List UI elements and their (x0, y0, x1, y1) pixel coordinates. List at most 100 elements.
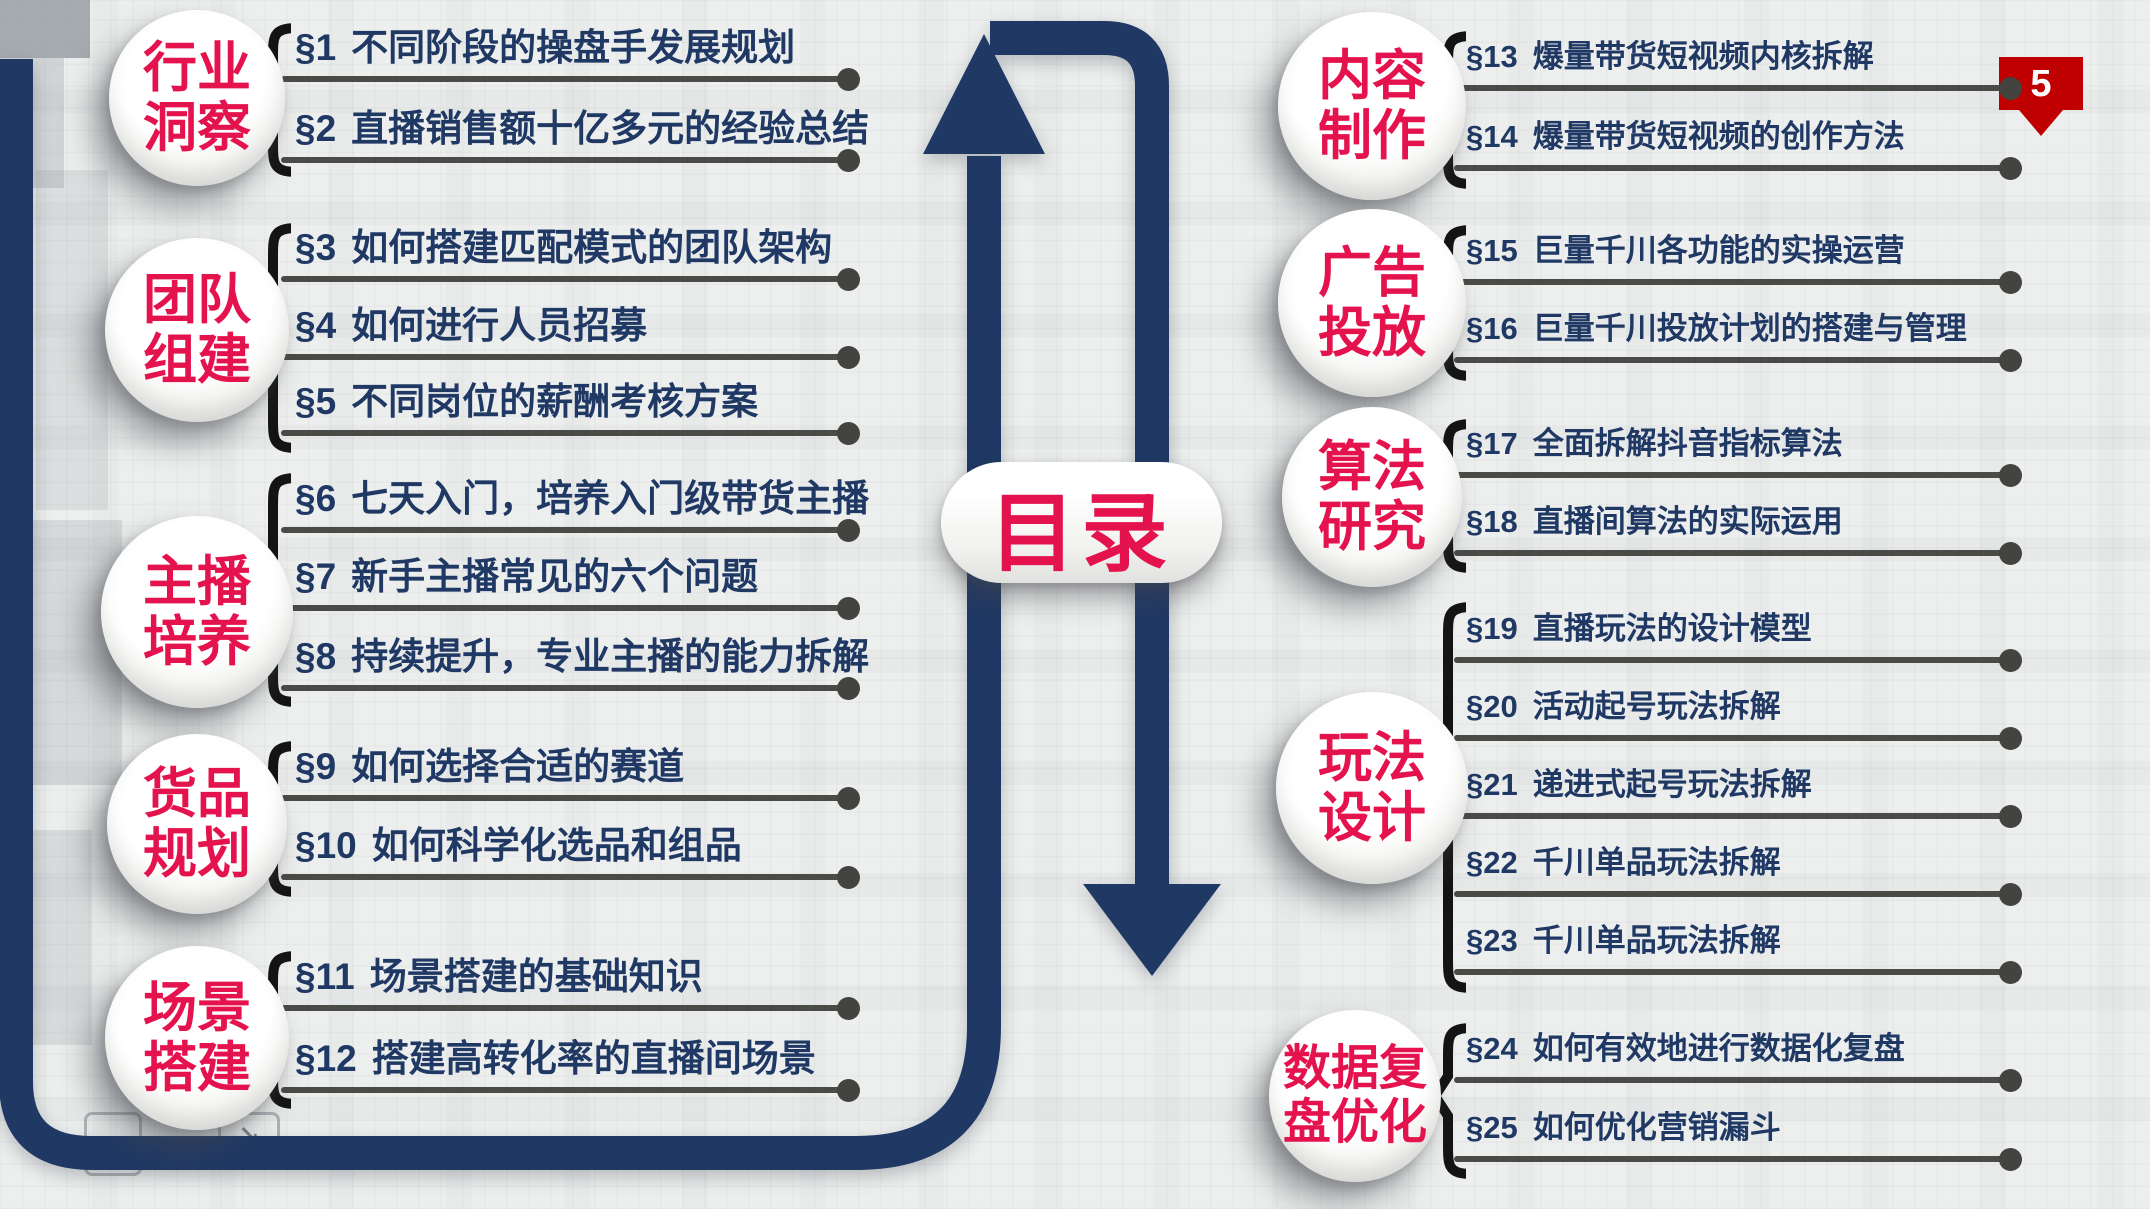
section-title: 不同阶段的操盘手发展规划 (351, 27, 796, 68)
category-circle[interactable]: 广告投放 (1278, 209, 1466, 397)
section-title: 新手主播常见的六个问题 (351, 556, 759, 597)
section-number: §10 (295, 825, 357, 866)
section-number: §23 (1466, 923, 1518, 958)
leader-line (1454, 657, 2010, 663)
section-title: 搭建高转化率的直播间场景 (371, 1038, 816, 1079)
leader-dot (1999, 961, 2022, 984)
category-circle[interactable]: 货品规划 (107, 734, 287, 914)
leader-line (1454, 550, 2010, 556)
leader-line (1454, 279, 2010, 285)
category-label-line: 内容 (1318, 45, 1426, 106)
category-label-line: 货品 (143, 763, 251, 824)
section-title: 如何科学化选品和组品 (371, 825, 742, 866)
category-circle[interactable]: 场景搭建 (105, 946, 289, 1130)
toc-item[interactable]: §16 巨量千川投放计划的搭建与管理 (1454, 304, 2023, 374)
section-number: §19 (1466, 611, 1518, 646)
category-label-line: 广告 (1318, 242, 1426, 303)
leader-dot (1999, 77, 2022, 100)
up-arrowhead (923, 34, 1045, 154)
category-circle[interactable]: 算法研究 (1282, 407, 1462, 587)
leader-line (281, 795, 848, 801)
section-number: §18 (1466, 504, 1518, 539)
toc-item[interactable]: §10 如何科学化选品和组品 (281, 821, 861, 891)
toc-item-label: §10 如何科学化选品和组品 (295, 824, 742, 868)
category-circle[interactable]: 玩法设计 (1276, 692, 1468, 884)
page-title: 目录 (989, 485, 1174, 582)
section-title: 场景搭建的基础知识 (369, 956, 703, 997)
frame-up-arrow-path (0, 59, 1001, 1170)
leader-line (281, 874, 848, 880)
section-number: §9 (295, 746, 337, 787)
top-down-arrow-path (990, 21, 1169, 888)
toc-item[interactable]: §7 新手主播常见的六个问题 (281, 552, 861, 622)
toc-item[interactable]: §9 如何选择合适的赛道 (281, 742, 861, 812)
category-label-line: 投放 (1318, 303, 1426, 363)
section-title: 递进式起号玩法拆解 (1532, 767, 1812, 802)
section-title: 如何有效地进行数据化复盘 (1532, 1031, 1905, 1066)
section-number: §7 (295, 556, 337, 597)
category-circle[interactable]: 内容制作 (1278, 12, 1466, 200)
section-title: 直播玩法的设计模型 (1532, 611, 1812, 646)
toc-item-label: §7 新手主播常见的六个问题 (295, 555, 758, 599)
leader-dot (1999, 157, 2022, 180)
page-number: 5 (2030, 62, 2052, 105)
leader-dot (837, 519, 860, 542)
leader-dot (837, 787, 860, 810)
category-label-line: 洞察 (143, 98, 251, 158)
section-title: 持续提升，专业主播的能力拆解 (351, 636, 870, 677)
section-title: 直播销售额十亿多元的经验总结 (351, 108, 870, 149)
section-number: §15 (1466, 233, 1518, 268)
section-number: §16 (1466, 311, 1518, 346)
leader-line (281, 527, 848, 533)
category-circle[interactable]: 主播培养 (101, 516, 293, 708)
section-title: 爆量带货短视频的创作方法 (1532, 119, 1905, 154)
section-number: §17 (1466, 426, 1518, 461)
section-number: §13 (1466, 39, 1518, 74)
section-number: §11 (295, 956, 355, 997)
leader-line (281, 605, 848, 611)
category-circle[interactable]: 行业洞察 (109, 10, 285, 186)
section-title: 巨量千川投放计划的搭建与管理 (1532, 311, 1967, 346)
section-title: 如何搭建匹配模式的团队架构 (351, 227, 833, 268)
category-circle[interactable]: 数据复盘优化 (1269, 1010, 1441, 1182)
section-title: 如何选择合适的赛道 (351, 746, 685, 787)
toc-item[interactable]: §11 场景搭建的基础知识 (281, 952, 861, 1022)
leader-dot (1999, 883, 2022, 906)
category-circle[interactable]: 团队组建 (105, 238, 289, 422)
toc-item[interactable]: §19 直播玩法的设计模型 (1454, 604, 2023, 674)
leader-line (1454, 472, 2010, 478)
leader-line (281, 276, 848, 282)
category-label-line: 规划 (143, 824, 251, 884)
